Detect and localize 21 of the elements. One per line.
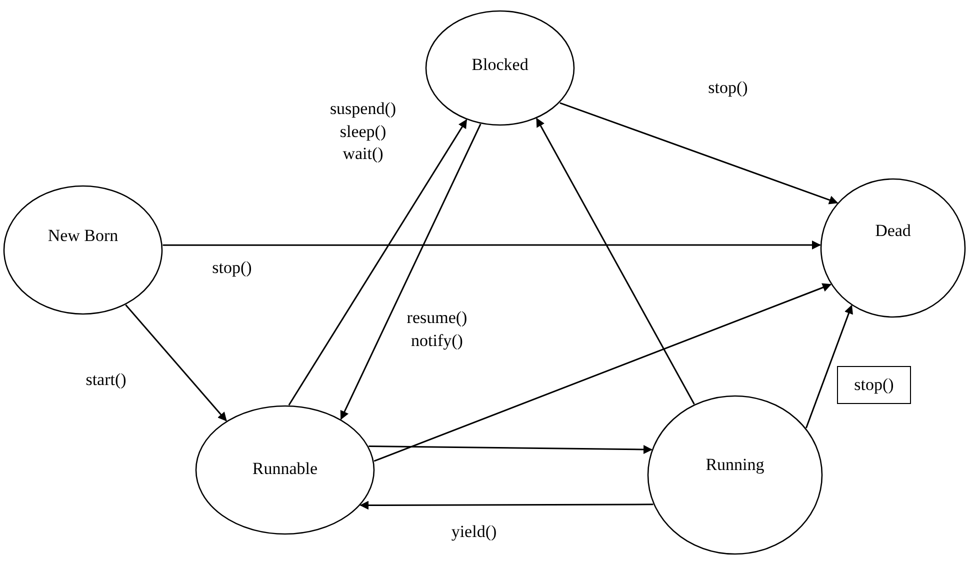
- state-name: Runnable: [252, 458, 318, 480]
- state-ellipse: [820, 178, 966, 318]
- state-ellipse: [425, 10, 575, 126]
- arrow: [560, 102, 838, 204]
- state-ellipse: [3, 185, 163, 315]
- boxed-edge-label: stop(): [837, 366, 911, 404]
- arrow: [374, 283, 832, 462]
- arrow: [340, 124, 482, 420]
- arrow: [162, 240, 821, 250]
- state-name: Running: [706, 454, 764, 476]
- arrow: [536, 118, 695, 404]
- state-name: Blocked: [472, 54, 528, 76]
- arrow: [125, 304, 227, 422]
- arrow: [288, 119, 468, 406]
- state-ellipse: [647, 395, 823, 555]
- arrow: [806, 304, 853, 428]
- arrow: [368, 445, 652, 454]
- state-name: New Born: [48, 225, 118, 246]
- state-ellipse: [195, 405, 375, 535]
- state-name: Dead: [875, 220, 911, 242]
- arrow: [360, 500, 654, 510]
